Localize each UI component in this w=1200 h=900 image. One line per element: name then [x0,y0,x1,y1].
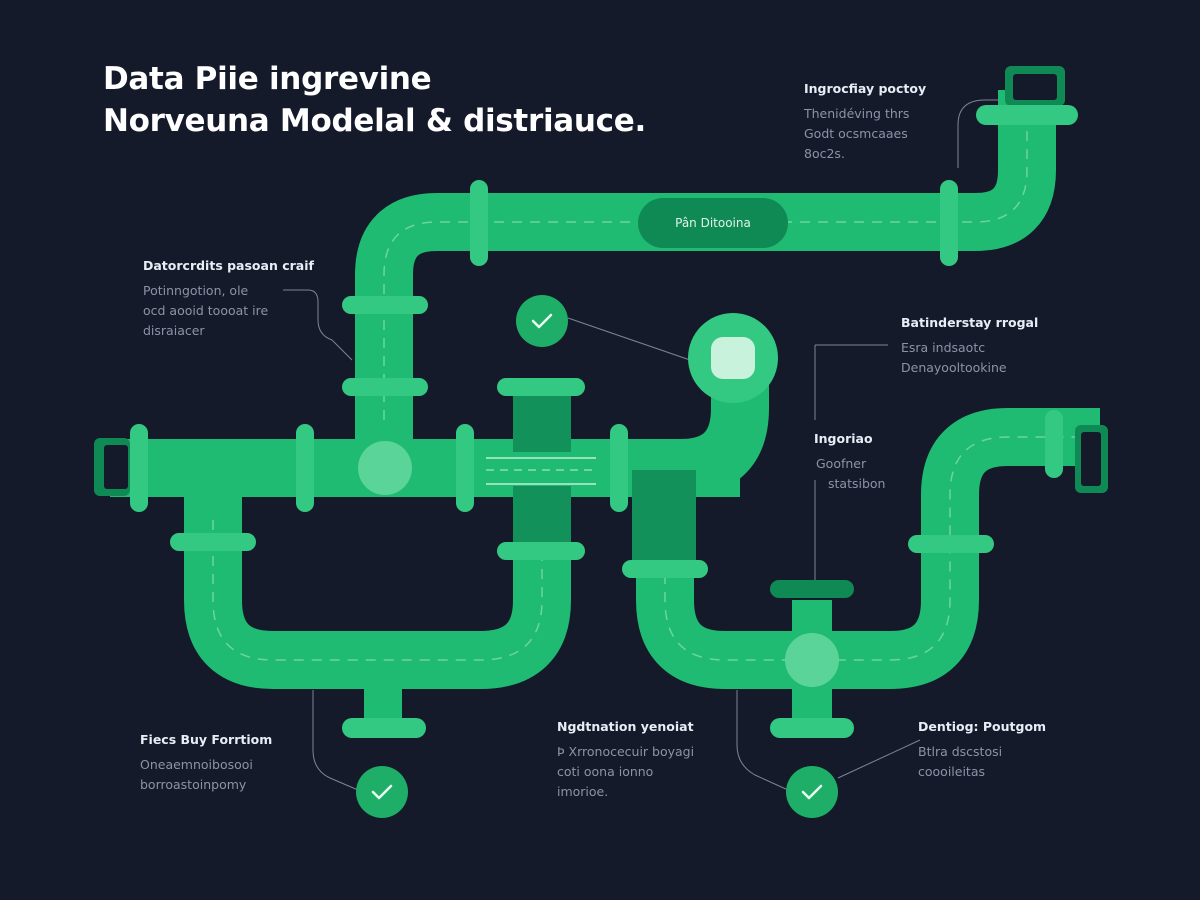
annotation-bottom-left: Fiecs Buy Forrtiom Oneaemnoibosooi borro… [140,731,272,795]
annotation-body: Esra indsaotc Denayooltookine [901,338,1038,378]
pipe-right-rise [678,360,769,497]
leader-top-right [957,99,1005,168]
annotation-body: Btlra dscstosi coooileitas [918,742,1046,782]
junctions [358,198,839,687]
leader-bottom-left [312,690,359,791]
annotation-line: 8oc2s. [804,146,845,161]
annotation-top-right: Ingrocfiay poctoy Thenidéving thrs Godt … [804,80,926,164]
annotation-line: borroastoinpomy [140,777,247,792]
leader-lines [283,99,1005,791]
annotation-line: coooileitas [918,764,985,779]
annotation-heading: Datorcrdits pasoan craif [143,258,314,273]
leader-check-top [567,317,691,361]
pipe-network [110,90,1100,725]
flanges [130,105,1078,738]
annotation-body: Potinngotion, ole ocd aooid toooat ire d… [143,281,314,341]
valve-core [711,337,755,379]
check-icon [356,766,408,818]
flow-lines [212,100,1080,661]
leader-bottom-right [837,739,921,779]
annotation-line: Potinngotion, ole [143,283,249,298]
annotation-bottom-center: Ngdtnation yenoiat Þ Xrronocecuir boyagi… [557,718,694,802]
annotation-body: Goofner statsibon [814,454,885,494]
annotation-body: Þ Xrronocecuir boyagi coti oona ionno im… [557,742,694,802]
annotation-body: Thenidéving thrs Godt ocsmcaaes 8oc2s. [804,104,926,164]
annotation-heading: Dentiog: Poutgom [918,719,1047,734]
annotation-line: imorioe. [557,784,609,799]
annotation-right-mid: Ingoriao Goofner statsibon [814,430,885,494]
annotation-line: Goofner [816,456,867,471]
annotation-left-mid: Datorcrdits pasoan craif Potinngotion, o… [143,257,314,341]
annotation-line: Denayooltookine [901,360,1007,375]
annotation-line: coti oona ionno [557,764,654,779]
junction-left [358,441,412,495]
leader-bottom-center [736,690,789,791]
annotation-heading: Ingoriao [814,431,873,446]
title-line-1: Data Piie ingrevine [103,61,432,97]
annotation-line: ocd aooid toooat ire [143,303,269,318]
title-line-2: Norveuna Modelal & distriauce. [103,103,646,139]
annotation-right-upper: Batinderstay rrogal Esra indsaotc Denayo… [901,314,1038,378]
annotation-line: statsibon [828,476,886,491]
check-markers [356,295,838,818]
diagram-title: Data Piie ingrevine Norveuna Modelal & d… [103,58,646,142]
annotation-heading: Ngdtnation yenoiat [557,719,694,734]
leader-left-mid [283,289,353,361]
annotation-heading: Batinderstay rrogal [901,315,1039,330]
pipe-label: Pân Ditooina [675,216,751,230]
annotation-bottom-right: Dentiog: Poutgom Btlra dscstosi coooilei… [918,718,1046,782]
annotation-body: Oneaemnoibosooi borroastoinpomy [140,755,272,795]
annotation-line: Thenidéving thrs [804,106,910,121]
manifold-gauge [484,452,596,486]
annotation-line: Oneaemnoibosooi [140,757,253,772]
pipe-label-pill [638,198,788,248]
annotation-line: disraiacer [143,323,205,338]
check-icon [786,766,838,818]
annotation-heading: Fiecs Buy Forrtiom [140,732,273,747]
annotation-line: Esra indsaotc [901,340,986,355]
annotation-line: Btlra dscstosi [918,744,1003,759]
junction-bottom-right [785,633,839,687]
annotation-line: Godt ocsmcaaes [804,126,908,141]
pipe-top-run [355,90,1056,465]
check-icon [516,295,568,347]
annotation-line: Þ Xrronocecuir boyagi [557,744,695,759]
annotation-heading: Ingrocfiay poctoy [804,81,927,96]
